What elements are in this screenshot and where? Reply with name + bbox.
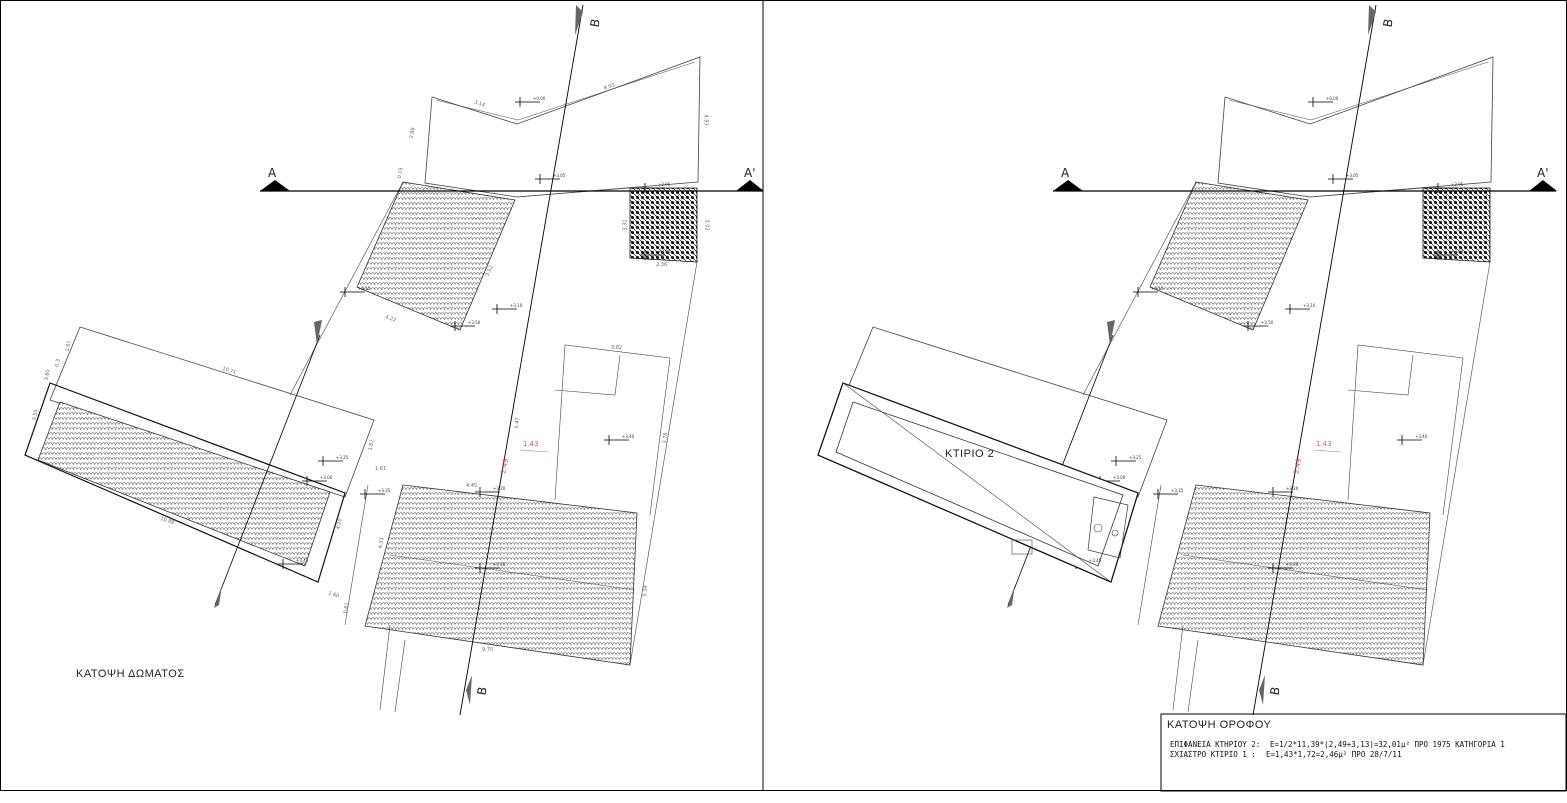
red-dimension-right: 1.43 bbox=[1316, 440, 1332, 448]
red-dimension-left: 1.43 bbox=[523, 440, 539, 448]
dim-label: 3.31 bbox=[622, 219, 629, 231]
dim-label: 9.70 bbox=[482, 647, 494, 653]
left-plan bbox=[24, 4, 765, 716]
title-block-line2-label: ΣΧΙΑΣΤΡΟ ΚΤΙΡΙΟ 1 : bbox=[1170, 750, 1256, 759]
level-marker-label: +3.25 bbox=[1129, 455, 1142, 460]
title-block-line1-value: Ε=1/2*11,39*(2,49+3,13)=32,01μ² ΠΡΟ 1975… bbox=[1270, 740, 1505, 749]
level-marker-label: +3.15 bbox=[358, 286, 371, 291]
right-building-label: ΚΤΙΡΙΟ 2 bbox=[945, 448, 995, 460]
section-mark-a-left: A bbox=[268, 166, 277, 180]
left-view-title: ΚΑΤΟΨΗ ΔΩΜΑΤΟΣ bbox=[76, 668, 185, 680]
dim-label: 4.93 bbox=[702, 114, 709, 126]
level-marker-label: +3.30 bbox=[493, 562, 506, 567]
level-marker-label: +3.40 bbox=[622, 434, 635, 439]
dim-label: 4.45 bbox=[466, 483, 478, 489]
section-mark-a-prime-left: A' bbox=[744, 166, 756, 180]
level-marker-label: +0.00 bbox=[1326, 96, 1339, 101]
section-mark-a-right: A bbox=[1061, 166, 1070, 180]
title-block-line1-label: ΕΠΙΦΑΝΕΙΑ ΚΤΗΡΙΟΥ 2: bbox=[1170, 740, 1261, 749]
level-marker-label: +3.05 bbox=[1346, 173, 1359, 178]
level-marker-label: +3.50 bbox=[468, 320, 481, 325]
level-marker-label: +0.00 bbox=[533, 96, 546, 101]
level-marker-label: +3.00 bbox=[320, 475, 333, 480]
level-marker-label: +3.05 bbox=[553, 173, 566, 178]
level-marker-label: +3.25 bbox=[336, 455, 349, 460]
level-marker-label: +2.95 bbox=[1451, 182, 1464, 187]
level-marker-label: +3.45 bbox=[296, 558, 309, 563]
level-marker-label: +3.10 bbox=[1303, 303, 1316, 308]
dim-label: 3.02 bbox=[703, 219, 710, 231]
dim-label: 5.47 bbox=[514, 417, 521, 429]
section-mark-a-prime-right: A' bbox=[1537, 166, 1549, 180]
level-marker-label: +3.20 bbox=[1286, 486, 1299, 491]
level-marker-label: +3.00 bbox=[1113, 475, 1126, 480]
level-marker-label: +3.15 bbox=[1151, 286, 1164, 291]
title-block-title: ΚΑΤΟΨΗ ΟΡΟΦΟΥ bbox=[1167, 719, 1272, 731]
level-marker-label: +3.40 bbox=[1415, 434, 1428, 439]
level-marker-label: +3.30 bbox=[1286, 562, 1299, 567]
level-marker-label: +3.50 bbox=[1261, 320, 1274, 325]
dim-label: 2.36 bbox=[656, 262, 668, 268]
dim-label: 5.34 bbox=[642, 585, 649, 597]
dim-label: 3.78 bbox=[662, 432, 669, 444]
level-marker-label: +2.80 bbox=[658, 249, 671, 254]
level-marker-label: +3.45 bbox=[1089, 558, 1102, 563]
level-marker-label: +3.20 bbox=[493, 486, 506, 491]
level-marker-label: +3.35 bbox=[378, 488, 391, 493]
level-marker-label: +3.10 bbox=[510, 303, 523, 308]
level-marker-label: +3.35 bbox=[1171, 488, 1184, 493]
right-plan bbox=[817, 4, 1558, 716]
dim-label: 3.82 bbox=[611, 345, 623, 351]
dim-label: 1.61 bbox=[375, 466, 387, 472]
level-marker-label: +2.80 bbox=[1451, 249, 1464, 254]
title-block-line2-value: Ε=1,43*1,72=2,46μ² ΠΡΟ 28/7/11 bbox=[1266, 750, 1402, 759]
level-marker-label: +2.95 bbox=[658, 182, 671, 187]
